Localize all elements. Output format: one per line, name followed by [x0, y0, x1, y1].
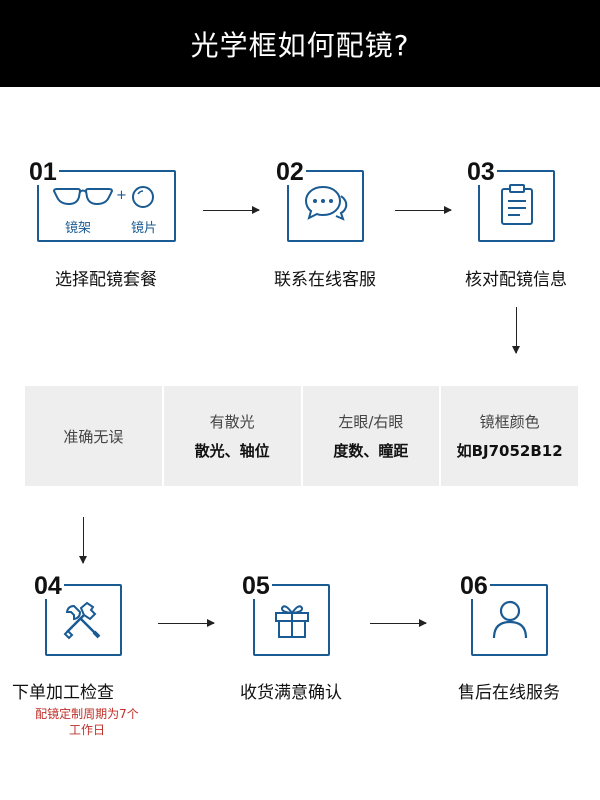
step-04-label: 下单加工检查	[12, 683, 114, 703]
step-02-label: 联系在线客服	[274, 270, 376, 290]
step-01-box	[37, 170, 176, 242]
info-cell-eyes: 左眼/右眼 度数、瞳距	[302, 386, 440, 486]
frame-label: 镜架	[65, 221, 92, 236]
arrow-04-05	[158, 619, 215, 627]
step-06-number: 06	[458, 572, 490, 600]
step-05-label: 收货满意确认	[240, 683, 342, 703]
info-frame-color-detail: 如BJ7052B12	[456, 442, 563, 460]
gift-icon	[275, 605, 309, 638]
info-astigmatism-detail: 散光、轴位	[194, 442, 270, 460]
page-header: 光学框如何配镜?	[0, 0, 600, 87]
arrow-05-06	[370, 619, 427, 627]
info-cell-astigmatism: 有散光 散光、轴位	[163, 386, 301, 486]
tools-icon	[63, 601, 101, 640]
lens-label: 镜片	[131, 221, 158, 236]
step-02-number: 02	[274, 158, 306, 186]
glasses-icon	[52, 188, 114, 206]
arrow-01-02	[203, 206, 260, 214]
clipboard-icon	[501, 184, 533, 225]
info-eyes-detail: 度数、瞳距	[333, 442, 409, 460]
info-frame-color-title: 镜框颜色	[479, 413, 540, 431]
info-table: 准确无误 有散光 散光、轴位 左眼/右眼 度数、瞳距 镜框颜色 如BJ7052B…	[25, 386, 578, 486]
plus-sign: +	[116, 188, 127, 203]
step-01-number: 01	[27, 158, 59, 186]
info-astigmatism-title: 有散光	[209, 413, 255, 431]
step-03-number: 03	[465, 158, 497, 186]
arrow-03-info	[512, 307, 520, 354]
info-cell-frame-color: 镜框颜色 如BJ7052B12	[441, 386, 578, 486]
info-cell-accurate: 准确无误	[25, 386, 162, 486]
info-accurate-text: 准确无误	[63, 427, 124, 446]
step-03-label: 核对配镜信息	[465, 270, 567, 290]
step-04-number: 04	[32, 572, 64, 600]
info-eyes-title: 左眼/右眼	[338, 413, 404, 431]
lens-icon	[132, 186, 154, 208]
page-title: 光学框如何配镜?	[190, 28, 410, 62]
user-icon	[492, 600, 528, 639]
step-05-number: 05	[240, 572, 272, 600]
step-06-label: 售后在线服务	[458, 683, 560, 703]
arrow-02-03	[395, 206, 452, 214]
note-line-2: 工作日	[68, 723, 105, 737]
step-01-label: 选择配镜套餐	[55, 270, 157, 290]
chat-icon	[304, 185, 348, 221]
custom-period-note: 配镜定制周期为7个 工作日	[12, 706, 162, 738]
note-line-1: 配镜定制周期为7个	[35, 707, 139, 721]
arrow-info-04	[79, 517, 87, 564]
